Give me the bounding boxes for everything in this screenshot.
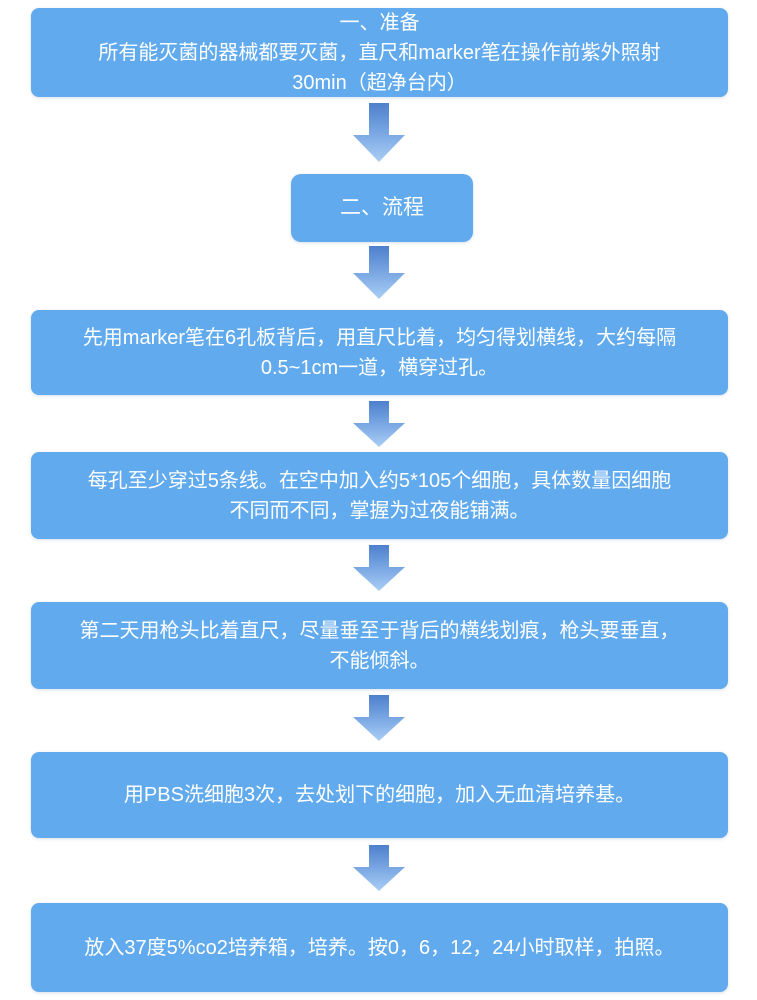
down-arrow-icon [353, 545, 405, 591]
step-box-process: 二、流程 [291, 174, 473, 242]
step-text-line: 所有能灭菌的器械都要灭菌，直尺和marker笔在操作前紫外照射 [98, 41, 661, 64]
step-text-line: 30min（超净台内） [292, 71, 467, 94]
step-text-line: 放入37度5%co2培养箱，培养。按0，6，12，24小时取样，拍照。 [84, 936, 675, 959]
step-box-preparation: 一、准备 所有能灭菌的器械都要灭菌，直尺和marker笔在操作前紫外照射 30m… [31, 8, 728, 97]
down-arrow-icon [353, 401, 405, 447]
down-arrow-icon [353, 845, 405, 891]
step-text-line: 不同而不同，掌握为过夜能铺满。 [229, 499, 530, 522]
step-text-line: 先用marker笔在6孔板背后，用直尺比着，均匀得划横线，大约每隔 [82, 326, 677, 349]
step-box-incubate: 放入37度5%co2培养箱，培养。按0，6，12，24小时取样，拍照。 [31, 903, 728, 992]
down-arrow-icon [353, 103, 405, 162]
step-text-line: 第二天用枪头比着直尺，尽量垂至于背后的横线划痕，枪头要垂直， [79, 619, 680, 642]
step-box-draw-lines: 先用marker笔在6孔板背后，用直尺比着，均匀得划横线，大约每隔 0.5~1c… [31, 310, 728, 395]
step-title: 二、流程 [340, 196, 424, 219]
step-text-line: 用PBS洗细胞3次，去处划下的细胞，加入无血清培养基。 [123, 784, 636, 806]
down-arrow-icon [353, 695, 405, 741]
step-text-line: 不能倾斜。 [329, 649, 430, 672]
step-title: 一、准备 [339, 11, 420, 34]
step-box-seed-cells: 每孔至少穿过5条线。在空中加入约5*105个细胞，具体数量因细胞 不同而不同，掌… [31, 452, 728, 539]
step-text-line: 每孔至少穿过5条线。在空中加入约5*105个细胞，具体数量因细胞 [87, 469, 672, 492]
step-box-wash: 用PBS洗细胞3次，去处划下的细胞，加入无血清培养基。 [31, 752, 728, 838]
step-text-line: 0.5~1cm一道，横穿过孔。 [260, 356, 499, 379]
step-box-scratch: 第二天用枪头比着直尺，尽量垂至于背后的横线划痕，枪头要垂直， 不能倾斜。 [31, 602, 728, 689]
down-arrow-icon [353, 246, 405, 299]
